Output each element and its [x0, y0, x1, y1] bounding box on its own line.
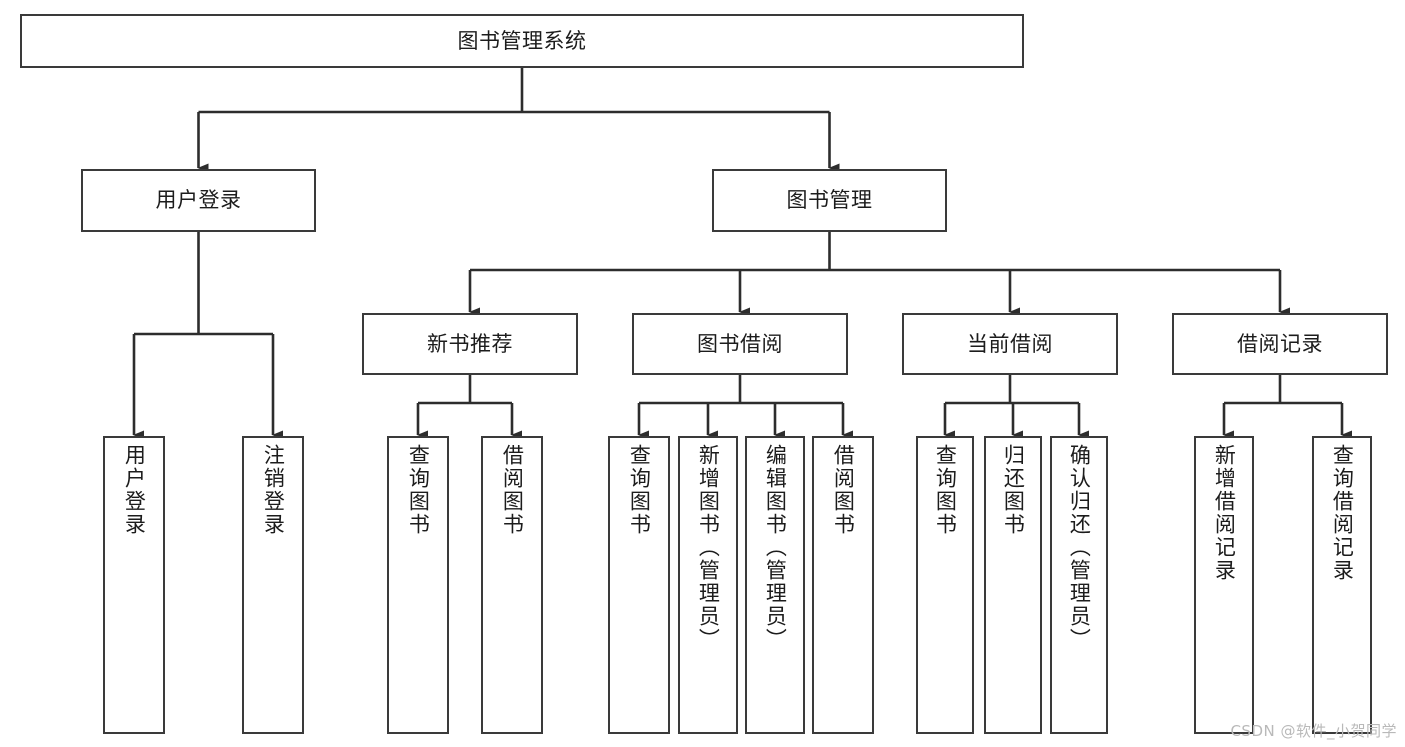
node-label: 借阅图书: [831, 444, 856, 536]
node-leaf-add-book[interactable]: 新增图书（管理员）: [678, 436, 738, 734]
edge-bus-user-login: [134, 232, 273, 336]
node-label: 图书借阅: [697, 331, 783, 356]
node-leaf-borrow-book-1[interactable]: 借阅图书: [481, 436, 543, 734]
node-book-manage[interactable]: 图书管理: [712, 169, 947, 232]
node-label: 查询图书: [627, 444, 652, 536]
node-label: 确认归还（管理员）: [1067, 444, 1092, 651]
node-label: 查询借阅记录: [1330, 444, 1355, 582]
node-label: 用户登录: [122, 444, 147, 536]
node-borrow-record[interactable]: 借阅记录: [1172, 313, 1388, 375]
node-label: 新书推荐: [427, 331, 513, 356]
edge-bus-borrow-record: [1224, 375, 1342, 405]
node-book-borrow[interactable]: 图书借阅: [632, 313, 848, 375]
node-leaf-query-book-2[interactable]: 查询图书: [608, 436, 670, 734]
node-root[interactable]: 图书管理系统: [20, 14, 1024, 68]
node-label: 新增图书（管理员）: [696, 444, 721, 651]
node-label: 查询图书: [933, 444, 958, 536]
edge-bus-root: [198, 68, 830, 114]
node-label: 注销登录: [261, 444, 286, 536]
node-leaf-edit-book[interactable]: 编辑图书（管理员）: [745, 436, 805, 734]
node-label: 借阅记录: [1237, 331, 1323, 356]
edge-bus-book-borrow: [639, 375, 843, 405]
node-leaf-query-book-1[interactable]: 查询图书: [387, 436, 449, 734]
node-label: 当前借阅: [967, 331, 1053, 356]
node-leaf-query-record[interactable]: 查询借阅记录: [1312, 436, 1372, 734]
node-leaf-add-record[interactable]: 新增借阅记录: [1194, 436, 1254, 734]
edge-bus-book-manage: [470, 232, 1280, 272]
node-current-borrow[interactable]: 当前借阅: [902, 313, 1118, 375]
node-label: 用户登录: [155, 188, 242, 213]
edge-paths: [132, 68, 1352, 440]
node-label: 查询图书: [406, 444, 431, 536]
node-leaf-borrow-book-2[interactable]: 借阅图书: [812, 436, 874, 734]
node-leaf-return-book[interactable]: 归还图书: [984, 436, 1042, 734]
node-label: 图书管理系统: [457, 28, 587, 53]
node-label: 新增借阅记录: [1212, 444, 1237, 582]
node-label: 归还图书: [1001, 444, 1026, 536]
node-leaf-user-login[interactable]: 用户登录: [103, 436, 165, 734]
node-label: 借阅图书: [500, 444, 525, 536]
node-label: 图书管理: [786, 188, 873, 213]
node-label: 编辑图书（管理员）: [763, 444, 788, 651]
edge-bus-new-book-recommend: [418, 375, 512, 405]
node-new-book-recommend[interactable]: 新书推荐: [362, 313, 578, 375]
node-leaf-logout[interactable]: 注销登录: [242, 436, 304, 734]
edge-bus-current-borrow: [945, 375, 1079, 405]
node-user-login[interactable]: 用户登录: [81, 169, 316, 232]
node-leaf-query-book-3[interactable]: 查询图书: [916, 436, 974, 734]
watermark-text: CSDN @软件_小贺同学: [1230, 722, 1397, 740]
node-leaf-confirm-return[interactable]: 确认归还（管理员）: [1050, 436, 1108, 734]
